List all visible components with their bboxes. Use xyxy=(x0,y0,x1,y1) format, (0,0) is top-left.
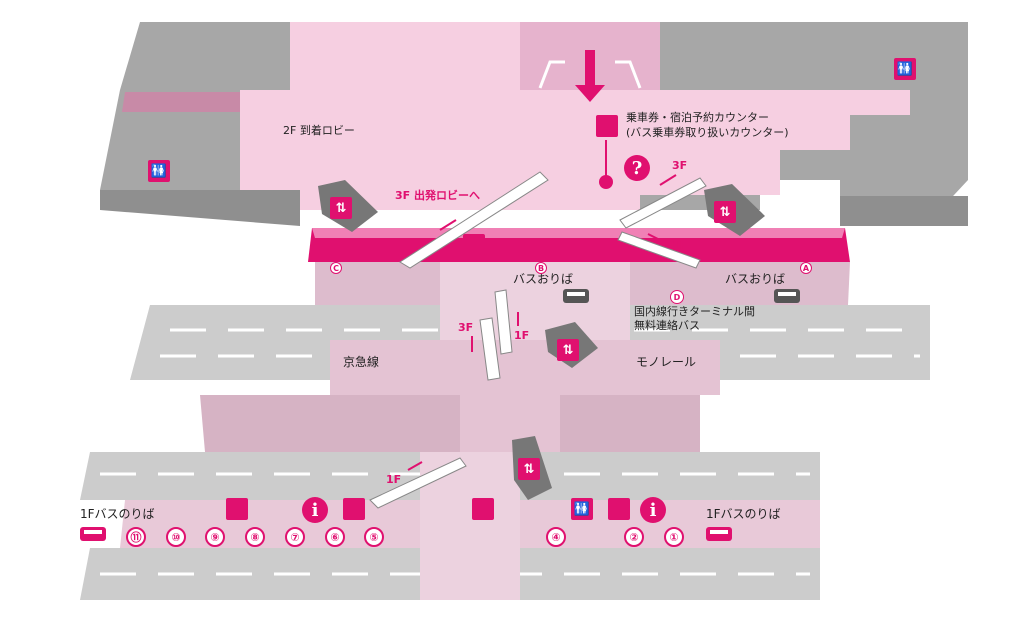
door-line-right xyxy=(615,60,642,89)
bus-stop-label-left: 1Fバスのりば xyxy=(80,507,155,521)
monorail-label: モノレール xyxy=(636,355,697,369)
restroom-icon: 🚻 xyxy=(894,58,916,80)
door-line-left xyxy=(538,60,565,89)
ticket-machine-icon xyxy=(472,498,494,520)
escalator-b1-1f xyxy=(369,457,467,509)
bus-stop-8[interactable]: ⑧ xyxy=(245,527,265,547)
arrow-1f-right xyxy=(647,233,669,245)
bus-stop-2[interactable]: ② xyxy=(624,527,644,547)
shuttle-stop-marker: D xyxy=(670,290,684,304)
bus-stop-5[interactable]: ⑤ xyxy=(364,527,384,547)
bus-stop-4[interactable]: ④ xyxy=(546,527,566,547)
ticket-machine-icon xyxy=(608,498,630,520)
elevator-icon: ⇅ xyxy=(557,339,579,361)
side-strip xyxy=(122,92,240,112)
floor-3f-label-b: 3F xyxy=(458,321,474,334)
bus-stop-6[interactable]: ⑥ xyxy=(325,527,345,547)
arrival-lobby-floor xyxy=(240,22,910,210)
bus-stop-11[interactable]: ⑪ xyxy=(126,527,146,547)
restroom-icon: 🚻 xyxy=(148,160,170,182)
escalator-1f-a xyxy=(479,317,501,381)
floor-1f-label-a: 1F xyxy=(672,239,688,252)
elevator-icon: ⇅ xyxy=(714,201,736,223)
central-corridor xyxy=(330,340,720,452)
floor-edge-right xyxy=(840,196,968,226)
counter-label-line1: 乗車券・宿泊予約カウンター xyxy=(626,111,769,124)
bus-icon xyxy=(774,289,800,303)
floor-edge-left xyxy=(100,190,300,226)
bus-stop-7[interactable]: ⑦ xyxy=(285,527,305,547)
floor-3f-label-a: 3F xyxy=(672,159,688,172)
entrance-arrow-icon xyxy=(575,50,605,102)
gate-a-marker: A xyxy=(800,262,812,274)
escalator-2f-3f-right xyxy=(619,177,707,229)
floor-1f-label-b: 1F xyxy=(514,329,530,342)
elevator-icon: ⇅ xyxy=(330,197,352,219)
restroom-icon: 🚻 xyxy=(571,498,593,520)
elevator-icon: ⇅ xyxy=(518,458,540,480)
keikyu-line-label: 京急線 xyxy=(343,355,380,369)
balcony-highlight xyxy=(312,228,845,238)
counter-pin-dot xyxy=(599,175,613,189)
departure-lobby-label: 3F 出発ロビーへ xyxy=(395,189,480,202)
bus-stop-label-right: 1Fバスのりば xyxy=(706,507,781,521)
bus-icon xyxy=(563,289,589,303)
info-icon: i xyxy=(302,497,328,523)
monorail-platform xyxy=(560,395,700,452)
vertical-walkway xyxy=(420,452,520,600)
floor-1f-label-c: 1F xyxy=(386,473,402,486)
bus-icon xyxy=(80,527,106,541)
bus-alight-label-right: バスおりば xyxy=(725,272,786,286)
counter-label-line2: (バス乗車券取り扱いカウンター) xyxy=(626,126,789,139)
bus-stop-10[interactable]: ⑩ xyxy=(166,527,186,547)
plaza-left xyxy=(315,262,440,305)
domestic-bus-label-line2: 無料連絡バス xyxy=(634,319,700,332)
bus-stop-1[interactable]: ① xyxy=(664,527,684,547)
arrow-1f-lower xyxy=(407,461,423,471)
keikyu-platform xyxy=(200,395,460,452)
arrow-3f-right xyxy=(659,174,677,186)
ticket-machine-icon xyxy=(226,498,248,520)
bus-counter-icon xyxy=(596,115,618,137)
bus-icon xyxy=(706,527,732,541)
bus-alight-label-left: バスおりば xyxy=(513,272,574,286)
arrival-lobby-label: 2F 到着ロビー xyxy=(283,124,355,137)
arrow-3f-left xyxy=(439,219,457,231)
info-icon: i xyxy=(640,497,666,523)
gate-c-marker: C xyxy=(330,262,342,274)
gate-b-marker: B xyxy=(535,262,547,274)
question-info-icon: ? xyxy=(624,155,650,181)
escalator-1f-b xyxy=(494,289,513,355)
ticket-machine-icon xyxy=(343,498,365,520)
escalator-2f-3f-left xyxy=(399,171,549,269)
domestic-bus-label-line1: 国内線行きターミナル間 xyxy=(634,305,755,318)
ticket-machine-icon xyxy=(463,234,485,256)
escalator-2f-1f-right xyxy=(617,231,701,269)
bus-stop-9[interactable]: ⑨ xyxy=(205,527,225,547)
